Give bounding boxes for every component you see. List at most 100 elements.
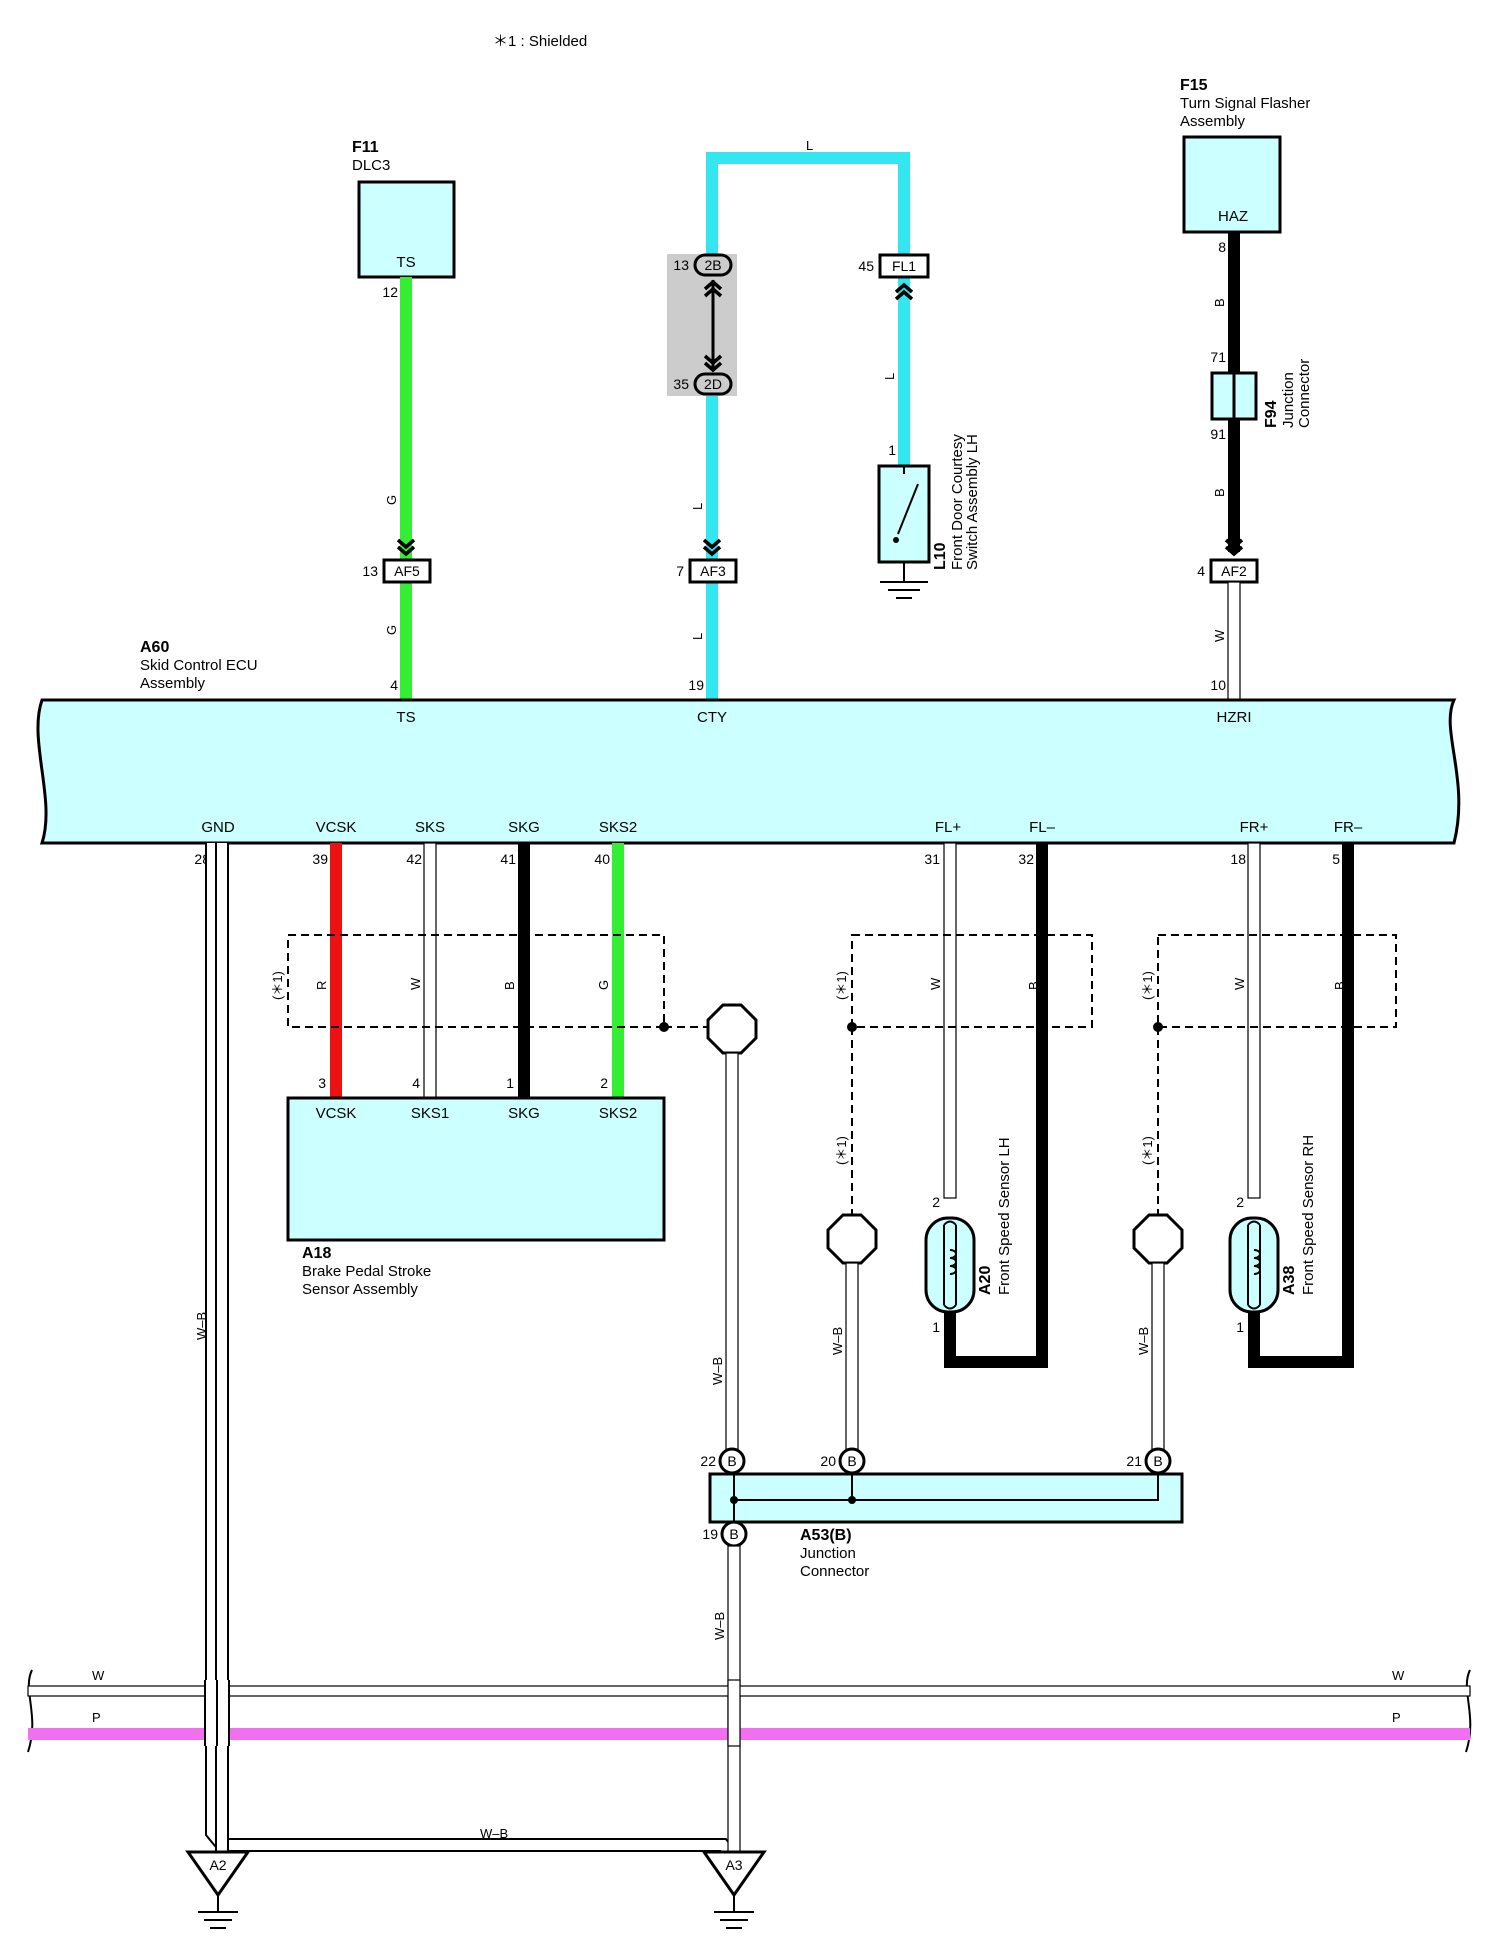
wire-label-g-2: G bbox=[384, 625, 399, 635]
f94-name1: Junction bbox=[1280, 372, 1297, 428]
shield-ground-a38 bbox=[1132, 1213, 1184, 1265]
a38-shield-note1: (＊1) bbox=[1140, 971, 1155, 1000]
2b-pin: 13 bbox=[673, 257, 689, 273]
wire-shield-a38-wb bbox=[1151, 1262, 1165, 1451]
a60-vcsk-pin: 39 bbox=[312, 851, 328, 867]
wire-label-g-1: G bbox=[384, 495, 399, 505]
l10-switch-icon bbox=[897, 483, 919, 535]
ground-a2-label: A2 bbox=[209, 1857, 226, 1873]
a53-box bbox=[708, 1472, 1184, 1524]
wire-ts-green bbox=[400, 277, 412, 700]
a38-pin-bottom: 1 bbox=[1236, 1319, 1244, 1335]
bus-label-p-right: P bbox=[1392, 1710, 1401, 1725]
a60-flp-label: FL+ bbox=[935, 819, 962, 836]
a60-skg-label: SKG bbox=[508, 819, 540, 836]
a60-code: A60 bbox=[140, 639, 169, 656]
a60-hzri-pin: 10 bbox=[1210, 677, 1226, 693]
wire-label-wb-gnd: W–B bbox=[194, 1312, 209, 1340]
wire-label-b-haz1: B bbox=[1212, 298, 1227, 307]
wire-label-wb-a20: W–B bbox=[830, 1327, 845, 1355]
wire-sks2-green bbox=[612, 843, 624, 1098]
wire-bus-white bbox=[27, 1685, 1471, 1697]
wire-label-w-flp: W bbox=[928, 977, 943, 990]
a18-vcsk-pin: 3 bbox=[318, 1075, 326, 1091]
a20-coil-icon bbox=[949, 1249, 957, 1275]
a53-name2: Connector bbox=[800, 1563, 869, 1580]
a53-pin-22-num: 22 bbox=[700, 1453, 716, 1469]
a18-vcsk-label: VCSK bbox=[316, 1105, 357, 1122]
a20-name: Front Speed Sensor LH bbox=[996, 1137, 1013, 1295]
bus-label-w-right: W bbox=[1392, 1668, 1405, 1683]
a53-pin-22: B bbox=[718, 1447, 746, 1475]
f94-pin-in: 71 bbox=[1210, 349, 1226, 365]
wire-label-wb-a18: W–B bbox=[710, 1357, 725, 1385]
wire-label-w-frp: W bbox=[1232, 977, 1247, 990]
bus-label-p-left: P bbox=[92, 1710, 101, 1725]
a18-sks2-label: SKS2 bbox=[599, 1105, 637, 1122]
wire-frm-black bbox=[1248, 843, 1354, 1368]
a20-pin-bottom: 1 bbox=[932, 1319, 940, 1335]
wire-label-r: R bbox=[314, 981, 329, 990]
a60-name1: Skid Control ECU bbox=[140, 657, 258, 674]
wire-gnd-wb bbox=[207, 843, 737, 1870]
a20-code: A20 bbox=[977, 1266, 994, 1295]
2d-label: 2D bbox=[704, 376, 722, 392]
wire-label-w-sks: W bbox=[408, 977, 423, 990]
af3-pin: 7 bbox=[676, 563, 684, 579]
a38-pin-top: 2 bbox=[1236, 1194, 1244, 1210]
wire-flp-white bbox=[943, 842, 957, 1199]
a60-vcsk-label: VCSK bbox=[316, 819, 357, 836]
wire-cty-blue bbox=[706, 152, 910, 700]
ground-a3-label: A3 bbox=[725, 1857, 742, 1873]
af3-label: AF3 bbox=[700, 563, 726, 579]
a60-sks-label: SKS bbox=[415, 819, 445, 836]
wire-label-b-frm: B bbox=[1332, 981, 1347, 990]
f15-pin: 8 bbox=[1218, 239, 1226, 255]
a53-pin-19-num: 19 bbox=[702, 1526, 718, 1542]
a20-shield-note2: (＊1) bbox=[834, 1136, 849, 1165]
wire-bus-pink bbox=[28, 1728, 1470, 1740]
a38-name: Front Speed Sensor RH bbox=[1300, 1135, 1317, 1295]
a60-flp-pin: 31 bbox=[924, 851, 940, 867]
svg-text:B: B bbox=[729, 1526, 738, 1542]
a18-code: A18 bbox=[302, 1245, 331, 1262]
a18-shield bbox=[287, 934, 665, 1028]
f15-name1: Turn Signal Flasher bbox=[1180, 95, 1310, 112]
shield-ground-a18 bbox=[706, 1003, 758, 1055]
l10-ground-icon bbox=[880, 581, 928, 599]
a20-shield bbox=[851, 934, 1093, 1028]
f11-pin: 12 bbox=[382, 284, 398, 300]
a53-pin-21-num: 21 bbox=[1126, 1453, 1142, 1469]
junction-2b-2d-shade bbox=[667, 254, 737, 396]
ground-a3-icon bbox=[701, 1850, 767, 1929]
a18-sks1-label: SKS1 bbox=[411, 1105, 449, 1122]
af5-pin: 13 bbox=[362, 563, 378, 579]
af3-connector bbox=[688, 558, 738, 584]
wire-label-wb-bottom: W–B bbox=[480, 1826, 508, 1841]
a60-ts-pin: 4 bbox=[390, 677, 398, 693]
wire-hzri-white bbox=[1227, 581, 1241, 701]
a60-skg-pin: 41 bbox=[500, 851, 516, 867]
a60-cty-label: CTY bbox=[697, 709, 727, 726]
shield-note: ＊1 : Shielded bbox=[493, 33, 587, 50]
wire-label-b-haz2: B bbox=[1212, 488, 1227, 497]
a60-hzri-label: HZRI bbox=[1217, 709, 1252, 726]
l10-code: L10 bbox=[932, 542, 949, 570]
wire-label-b-skg: B bbox=[502, 981, 517, 990]
fl1-connector bbox=[878, 253, 930, 279]
a60-ts-label: TS bbox=[396, 709, 415, 726]
2b-connector bbox=[693, 253, 733, 277]
f15-name2: Assembly bbox=[1180, 113, 1246, 130]
wire-vcsk-red bbox=[330, 843, 342, 1098]
a38-shield-note2: (＊1) bbox=[1140, 1136, 1155, 1165]
a53-pin-19: B bbox=[720, 1520, 748, 1548]
ground-a2-icon bbox=[185, 1850, 251, 1929]
l10-name2: Switch Assembly LH bbox=[964, 434, 981, 570]
a18-sks1-pin: 4 bbox=[412, 1075, 420, 1091]
a18-sks2-pin: 2 bbox=[600, 1075, 608, 1091]
fl1-pin: 45 bbox=[858, 258, 874, 274]
wire-frp-white bbox=[1247, 842, 1261, 1199]
f11-name: DLC3 bbox=[352, 157, 390, 174]
a60-frm-pin: 5 bbox=[1332, 851, 1340, 867]
